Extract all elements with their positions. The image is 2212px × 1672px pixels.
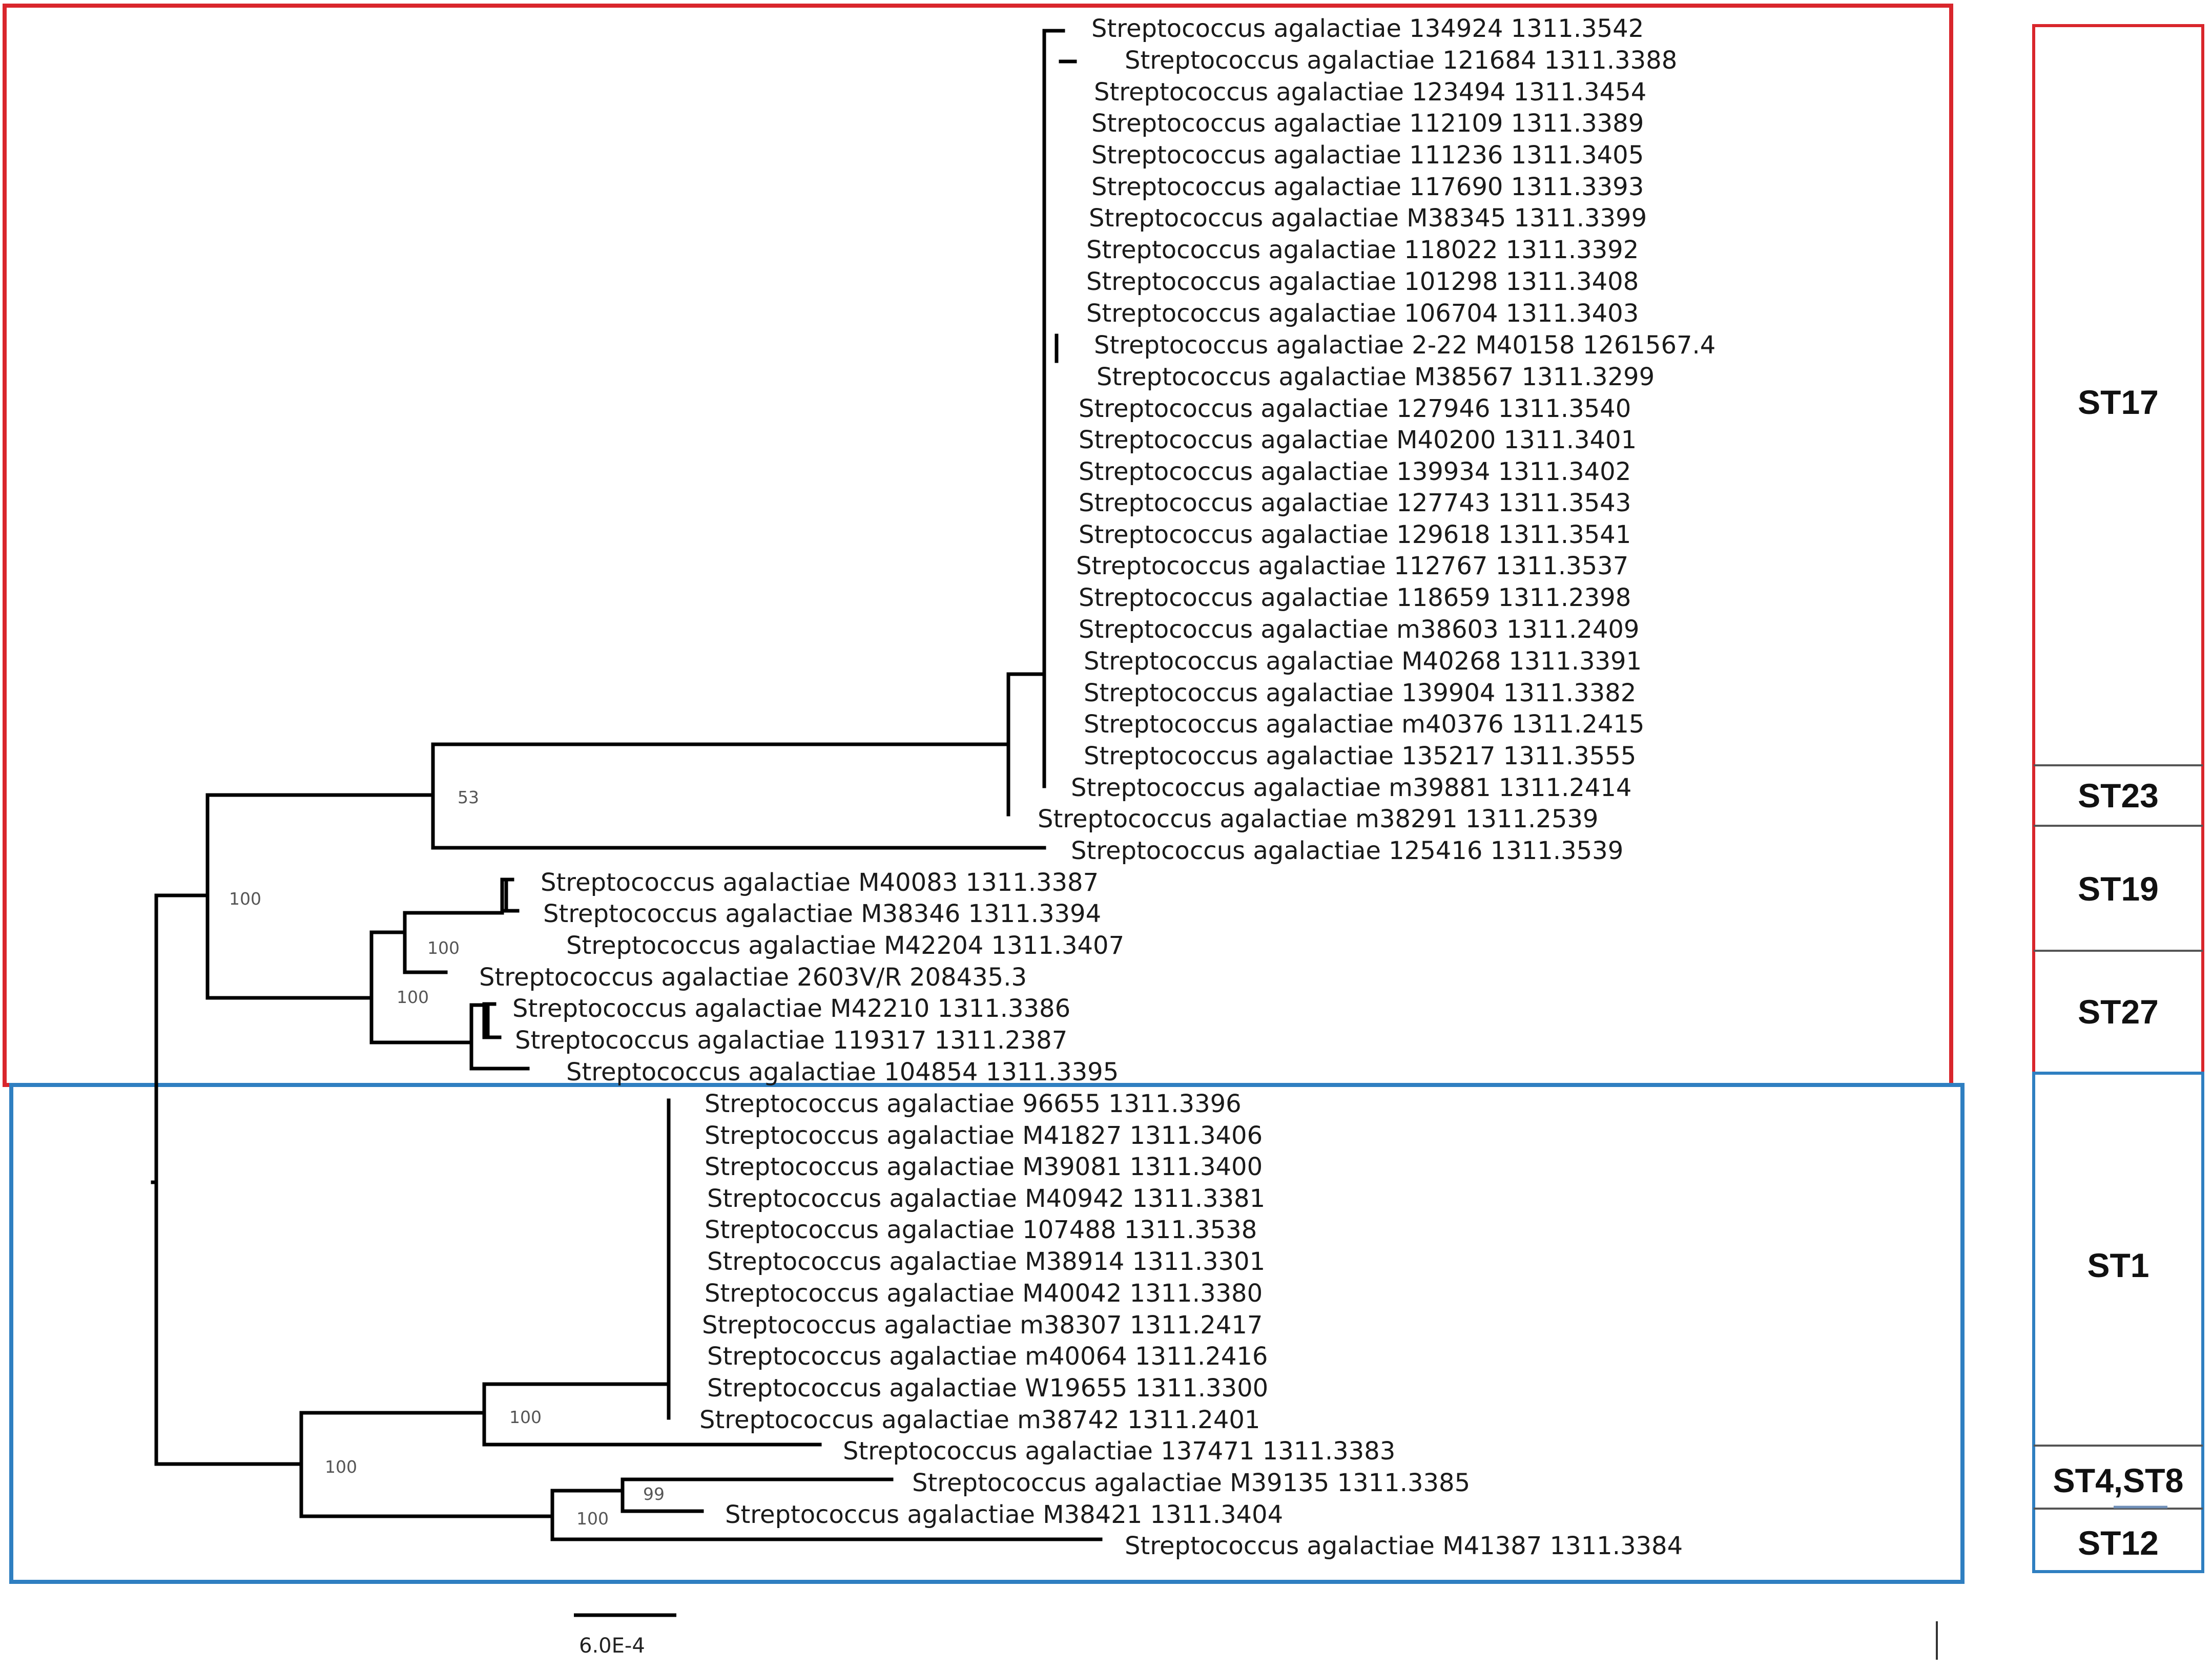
leaf-label: Streptococcus agalactiae m38307 1311.241… <box>702 1311 1263 1340</box>
leaf-label: Streptococcus agalactiae 127946 1311.354… <box>1079 394 1631 423</box>
bootstrap-label: 100 <box>427 938 460 958</box>
leaf-label: Streptococcus agalactiae M39081 1311.340… <box>705 1153 1263 1181</box>
leaf-label: Streptococcus agalactiae m39881 1311.241… <box>1071 774 1631 802</box>
leaf-labels: Streptococcus agalactiae 134924 1311.354… <box>479 14 1715 1560</box>
leaf-label: Streptococcus agalactiae 118659 1311.239… <box>1079 583 1631 612</box>
st-label-st12: ST12 <box>2078 1524 2159 1562</box>
st-label-st19: ST19 <box>2078 870 2159 908</box>
leaf-label: Streptococcus agalactiae M38421 1311.340… <box>725 1500 1283 1529</box>
leaf-label: Streptococcus agalactiae M38345 1311.339… <box>1089 204 1647 233</box>
leaf-label: Streptococcus agalactiae M39135 1311.338… <box>912 1469 1470 1497</box>
leaf-label: Streptococcus agalactiae 119317 1311.238… <box>515 1026 1067 1055</box>
leaf-label: Streptococcus agalactiae 117690 1311.339… <box>1091 173 1644 201</box>
leaf-label: Streptococcus agalactiae M38346 1311.339… <box>543 900 1101 928</box>
bootstrap-label: 53 <box>458 787 479 807</box>
st-label-st1: ST1 <box>2087 1246 2149 1284</box>
leaf-label: Streptococcus agalactiae M40942 1311.338… <box>707 1184 1265 1213</box>
leaf-label: Streptococcus agalactiae m38742 1311.240… <box>699 1406 1260 1434</box>
bootstrap-label: 100 <box>397 987 429 1007</box>
leaf-label: Streptococcus agalactiae 96655 1311.3396 <box>705 1090 1242 1118</box>
st-panel: ST17 ST23 ST19 ST27 ST1 ST4,ST8 ST12 <box>2032 24 2204 1573</box>
blue-group-box <box>9 1083 1965 1584</box>
leaf-label: Streptococcus agalactiae 139904 1311.338… <box>1084 679 1636 707</box>
leaf-label: Streptococcus agalactiae M40200 1311.340… <box>1079 426 1637 454</box>
leaf-label: Streptococcus agalactiae M41827 1311.340… <box>705 1121 1263 1150</box>
leaf-label: Streptococcus agalactiae 112109 1311.338… <box>1091 109 1644 138</box>
leaf-label: Streptococcus agalactiae 111236 1311.340… <box>1091 141 1644 170</box>
scale-bar: 6.0E-4 <box>574 1613 676 1658</box>
bootstrap-label: 100 <box>576 1509 609 1529</box>
st-panel-blue <box>2032 1072 2204 1573</box>
bootstrap-label: 100 <box>325 1457 357 1477</box>
leaf-label: Streptococcus agalactiae 118022 1311.339… <box>1086 236 1639 264</box>
leaf-label: Streptococcus agalactiae M42210 1311.338… <box>512 994 1070 1023</box>
leaf-label: Streptococcus agalactiae 134924 1311.354… <box>1091 14 1644 43</box>
leaf-label: Streptococcus agalactiae 101298 1311.340… <box>1086 267 1639 296</box>
leaf-label: Streptococcus agalactiae 121684 1311.338… <box>1125 46 1677 75</box>
st-label-st17: ST17 <box>2078 383 2159 421</box>
leaf-label: Streptococcus agalactiae M40083 1311.338… <box>541 868 1099 897</box>
leaf-label: Streptococcus agalactiae 123494 1311.345… <box>1094 78 1646 107</box>
leaf-label: Streptococcus agalactiae 129618 1311.354… <box>1079 520 1631 549</box>
leaf-label: Streptococcus agalactiae m40064 1311.241… <box>707 1342 1268 1371</box>
leaf-label: Streptococcus agalactiae 135217 1311.355… <box>1084 742 1636 770</box>
leaf-label: Streptococcus agalactiae 112767 1311.353… <box>1076 552 1628 580</box>
bootstrap-label: 99 <box>643 1484 665 1504</box>
st-label-st23: ST23 <box>2078 777 2159 814</box>
leaf-label: Streptococcus agalactiae 2-22 M40158 126… <box>1094 331 1715 360</box>
bootstrap-label: 100 <box>229 889 261 909</box>
st-label-st4-st8: ST4,ST8 <box>2053 1461 2184 1499</box>
leaf-label: Streptococcus agalactiae W19655 1311.330… <box>707 1374 1268 1403</box>
leaf-label: Streptococcus agalactiae 104854 1311.339… <box>566 1058 1119 1086</box>
tree-branches <box>151 29 1103 1541</box>
leaf-label: Streptococcus agalactiae 125416 1311.353… <box>1071 837 1623 865</box>
st-panel-red <box>2032 24 2204 1075</box>
leaf-label: Streptococcus agalactiae 127743 1311.354… <box>1079 489 1631 517</box>
leaf-label: Streptococcus agalactiae m38603 1311.240… <box>1079 615 1639 644</box>
leaf-label: Streptococcus agalactiae M41387 1311.338… <box>1125 1532 1683 1560</box>
bootstrap-label: 100 <box>509 1407 542 1427</box>
leaf-label: Streptococcus agalactiae 2603V/R 208435.… <box>479 963 1027 992</box>
leaf-label: Streptococcus agalactiae 139934 1311.340… <box>1079 457 1631 486</box>
leaf-label: Streptococcus agalactiae m40376 1311.241… <box>1084 710 1644 739</box>
leaf-label: Streptococcus agalactiae M38567 1311.329… <box>1097 363 1655 391</box>
bootstrap-values: 53 100 100 100 100 100 99 100 <box>229 787 665 1529</box>
leaf-label: Streptococcus agalactiae 106704 1311.340… <box>1086 299 1639 328</box>
leaf-label: Streptococcus agalactiae M40268 1311.339… <box>1084 647 1642 676</box>
scale-bar-label: 6.0E-4 <box>579 1634 645 1658</box>
leaf-label: Streptococcus agalactiae m38291 1311.253… <box>1038 805 1598 833</box>
leaf-label: Streptococcus agalactiae M38914 1311.330… <box>707 1247 1265 1276</box>
leaf-label: Streptococcus agalactiae 107488 1311.353… <box>705 1216 1257 1244</box>
leaf-label: Streptococcus agalactiae M40042 1311.338… <box>705 1279 1263 1308</box>
st-label-st27: ST27 <box>2078 993 2159 1031</box>
leaf-label: Streptococcus agalactiae 137471 1311.338… <box>843 1437 1395 1466</box>
leaf-label: Streptococcus agalactiae M42204 1311.340… <box>566 931 1124 960</box>
